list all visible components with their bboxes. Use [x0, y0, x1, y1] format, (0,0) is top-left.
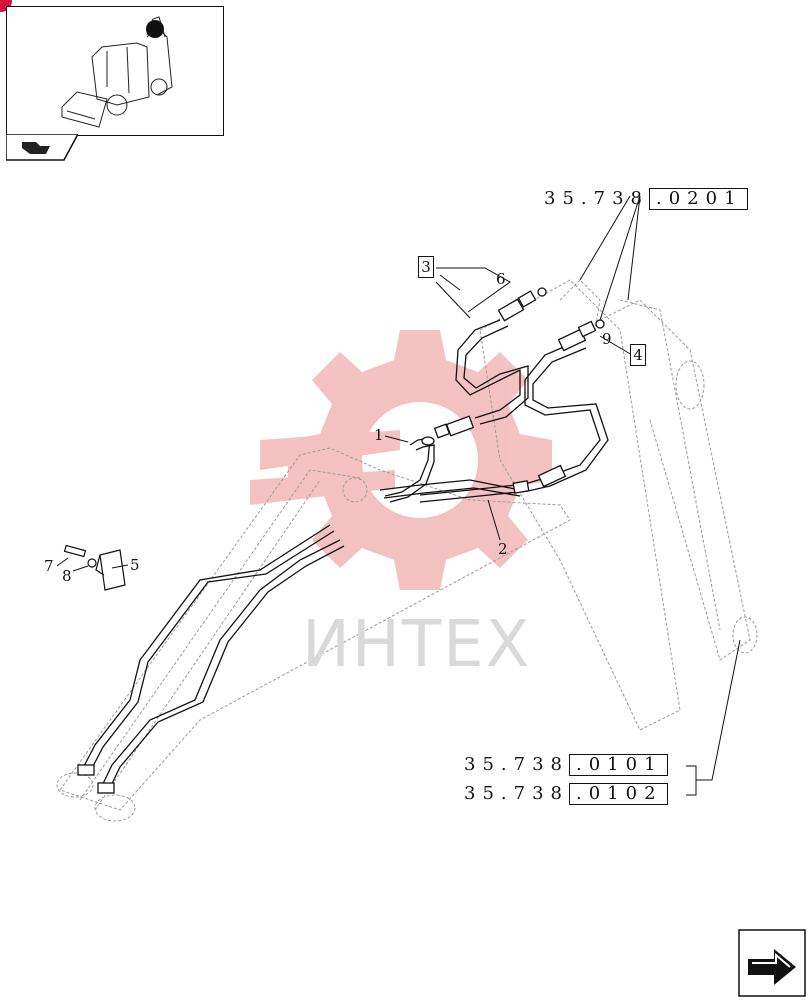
clamp-assembly — [63, 544, 126, 591]
machine-thumbnail — [6, 6, 224, 136]
reference-bottom-2-box[interactable]: .0102 — [568, 783, 668, 805]
reference-top-digit: 8 — [630, 188, 649, 209]
boom-pipes — [77, 479, 521, 794]
reference-bottom-2-prefix: 35.738 — [464, 783, 569, 804]
callout-5[interactable]: 5 — [130, 556, 140, 574]
backhoe-loader-icon — [61, 16, 173, 128]
hose-2 — [419, 319, 609, 503]
boxed-callout-4[interactable]: 4 — [630, 344, 646, 366]
hose-6 — [433, 287, 547, 439]
reference-top-box[interactable]: .0201 — [648, 188, 748, 210]
reference-bottom-1-prefix: 35.738 — [464, 754, 569, 775]
reference-bottom-2[interactable]: 35.738.0102 — [464, 783, 668, 805]
return-nav-tab[interactable] — [5, 133, 80, 166]
callout-1[interactable]: 1 — [374, 426, 384, 444]
callout-9[interactable]: 9 — [602, 330, 612, 348]
arrow-return-icon — [5, 133, 80, 161]
boxed-callout-3[interactable]: 3 — [418, 256, 434, 278]
pipe-1 — [384, 436, 435, 503]
callout-7[interactable]: 7 — [44, 557, 54, 575]
reference-top[interactable]: 35.738.0201 — [544, 188, 748, 210]
callout-2[interactable]: 2 — [498, 540, 508, 558]
reference-bottom-1-box[interactable]: .0101 — [568, 754, 668, 776]
boom-outline — [56, 279, 758, 822]
callout-8[interactable]: 8 — [62, 567, 72, 585]
watermark-text: ИНТЕХ — [302, 608, 532, 682]
next-page-arrow-icon — [738, 929, 806, 997]
reference-top-prefix: 35.73 — [544, 188, 631, 209]
next-page-button[interactable] — [738, 929, 806, 1001]
reference-bottom-1[interactable]: 35.738.0101 — [464, 754, 668, 776]
callout-6[interactable]: 6 — [496, 270, 506, 288]
leader-lines — [56, 195, 741, 796]
